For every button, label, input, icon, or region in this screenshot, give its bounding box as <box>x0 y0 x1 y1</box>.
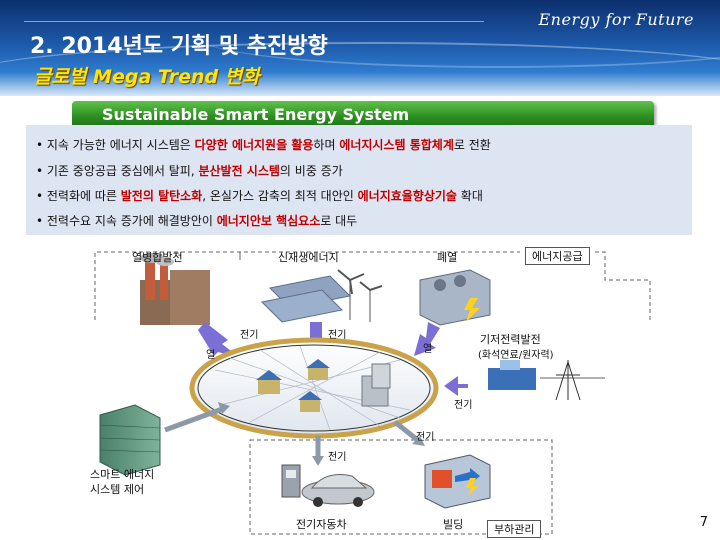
label-base-power-sub: (화석연료/원자력) <box>478 350 554 361</box>
load-frame <box>249 439 553 535</box>
slide-title: 2. 2014년도 기획 및 추진방향 <box>30 34 328 59</box>
supply-frame <box>94 251 651 320</box>
label-electricity-2: 전기 <box>328 330 347 341</box>
image-mask <box>213 260 258 292</box>
label-heat-2: 열 <box>423 344 433 355</box>
page-number: 7 <box>699 515 708 530</box>
label-heat-1: 열 <box>206 350 216 361</box>
label-building: 빌딩 <box>443 518 464 531</box>
load-link-arrow <box>312 420 425 466</box>
label-energy-supply: 에너지공급 <box>525 247 590 265</box>
brand-tagline: Energy for Future <box>538 10 694 29</box>
label-ev: 전기자동차 <box>296 518 347 531</box>
header-band: Energy for Future 2. 2014년도 기획 및 추진방향 글로… <box>0 0 720 96</box>
building-icon <box>424 454 491 509</box>
bullet-item: • 기존 중앙공급 중심에서 탈피, 분산발전 시스템의 비중 증가 <box>36 164 343 178</box>
base-power-icon <box>488 360 605 401</box>
slide-subtitle: 글로벌 Mega Trend 변화 <box>34 66 260 88</box>
label-smart-system-2: 시스템 제어 <box>90 483 145 496</box>
grid-ring-inner <box>197 344 431 432</box>
label-electricity-5: 전기 <box>328 452 347 463</box>
ev-icon <box>281 464 375 507</box>
smart-control-building-icon <box>99 404 161 476</box>
section-banner: Sustainable Smart Energy System <box>72 101 654 129</box>
renewable-icon <box>260 269 383 323</box>
bullet-box: • 지속 가능한 에너지 시스템은 다양한 에너지원을 활용하며 에너지시스템 … <box>26 125 692 235</box>
label-electricity-3: 전기 <box>454 400 473 411</box>
label-smart-system-1: 스마트 에너지 <box>90 468 155 481</box>
house-icons <box>256 359 391 412</box>
label-electricity-1: 전기 <box>240 330 259 341</box>
waste-heat-icon <box>419 269 491 326</box>
chp-plant-icon <box>140 253 210 325</box>
bullet-item: • 전력화에 따른 발전의 탈탄소화, 온실가스 감축의 최적 대안인 에너지효… <box>36 189 483 203</box>
control-link-arrow <box>164 402 230 433</box>
bullet-item: • 지속 가능한 에너지 시스템은 다양한 에너지원을 활용하며 에너지시스템 … <box>36 138 491 152</box>
bullet-item: • 전력수요 지속 증가에 해결방안이 에너지안보 핵심요소로 대두 <box>36 214 358 228</box>
section-banner-text: Sustainable Smart Energy System <box>102 105 410 124</box>
header-wave-decoration-2 <box>200 8 720 68</box>
label-waste-heat: 폐열 <box>437 251 458 264</box>
label-base-power: 기저전력발전 <box>480 333 541 346</box>
header-rule <box>24 21 484 22</box>
energy-system-diagram: 열병합발전 신재생에너지 폐열 에너지공급 전기 전기 열 열 기저전력발전 (… <box>0 240 720 540</box>
label-load-management: 부하관리 <box>487 520 542 538</box>
label-renewable: 신재생에너지 <box>278 251 339 264</box>
diagram-graphics <box>94 251 651 535</box>
label-chp: 열병합발전 <box>132 251 183 264</box>
label-electricity-4: 전기 <box>416 432 435 443</box>
